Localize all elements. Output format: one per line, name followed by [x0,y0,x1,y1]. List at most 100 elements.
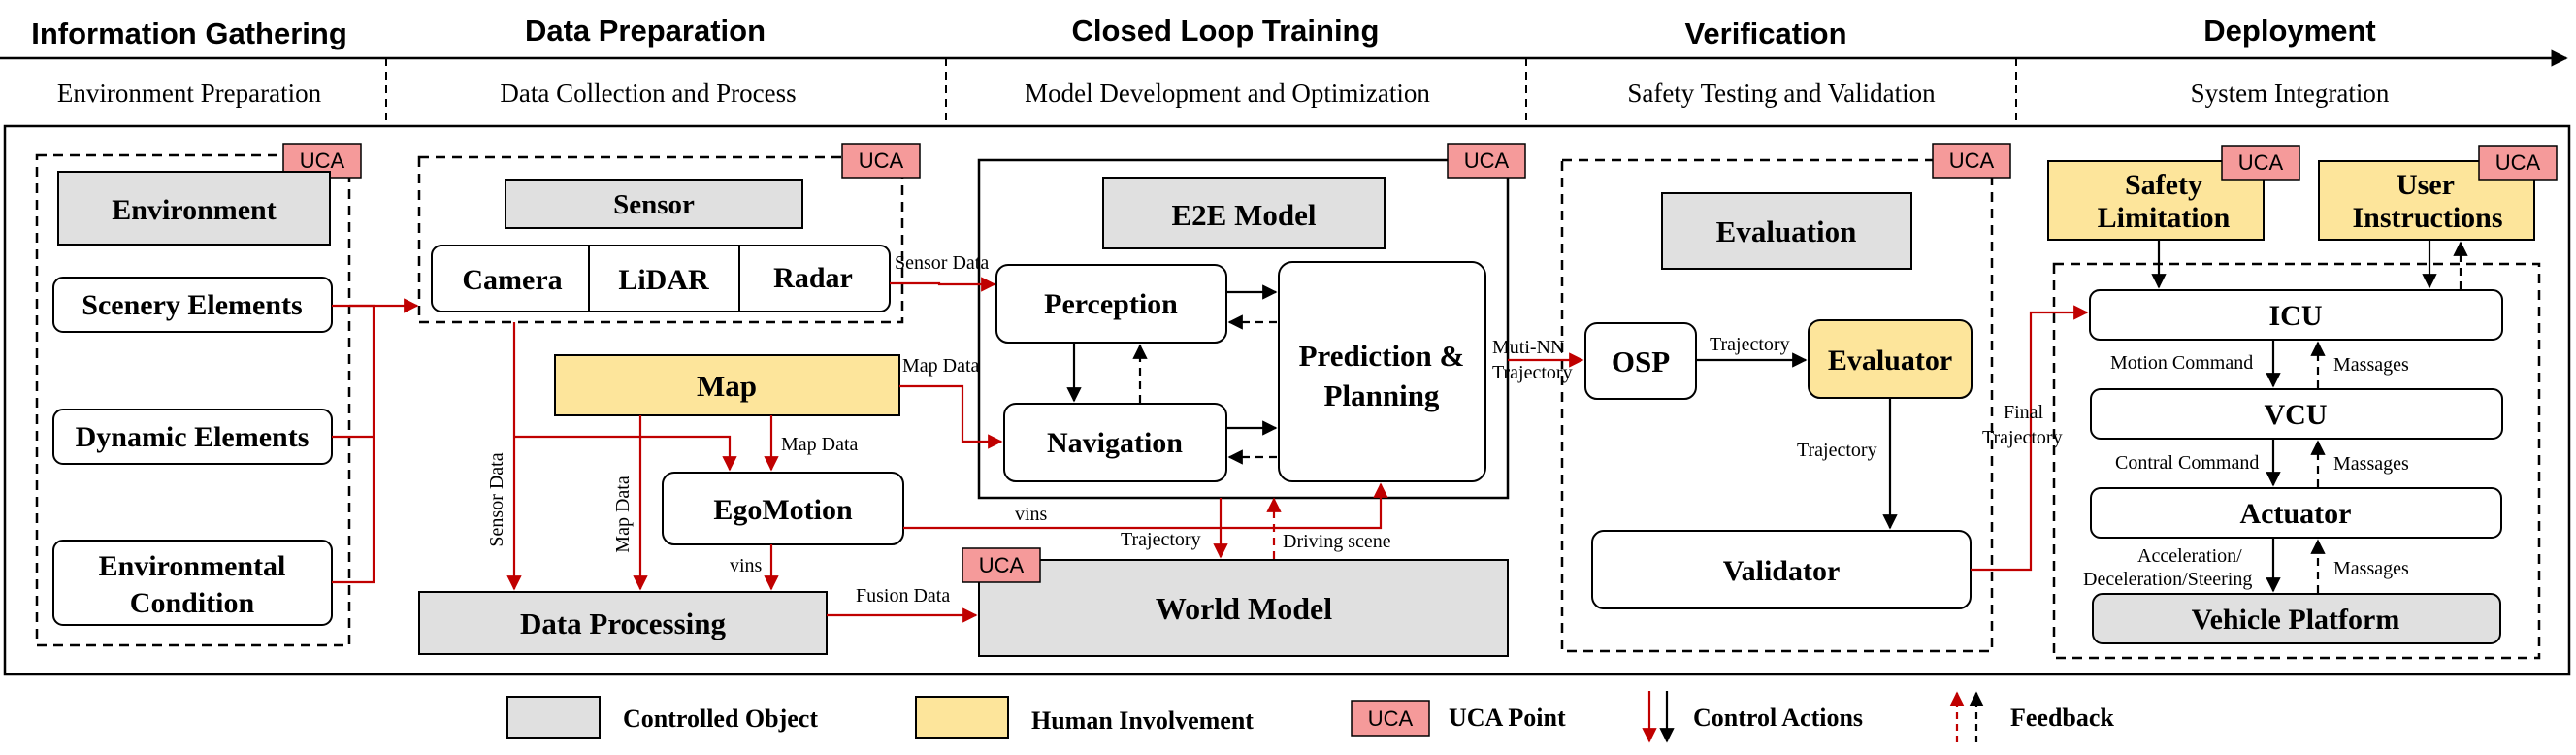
phase-subtitle-safety-testing: Safety Testing and Validation [1627,79,1936,108]
phase-subtitle-system-integration: System Integration [2191,79,2390,108]
label-vins-ego: vins [730,555,763,576]
svg-text:UCA: UCA [979,553,1025,577]
uca-tag-sensor [841,143,921,179]
icu-box [2089,289,2503,341]
label-sensor-data-vertical: Sensor Data [486,452,507,546]
deployment-dashed-box [2052,262,2541,660]
legend-human-involvement: Human Involvement [1031,706,1254,735]
e2e-model-label: E2E Model [1172,198,1317,232]
label-accel-2: Deceleration/Steering [2083,569,2252,590]
svg-text:UCA: UCA [300,148,345,173]
uca-tag-verification [1932,143,2011,179]
environmental-condition-label-1: Environmental [99,550,286,582]
prediction-planning-box [1278,261,1486,482]
egomotion-label: EgoMotion [713,494,853,526]
sensor-box [505,179,803,229]
flow-labels: Sensor Data Sensor Data Map Data Map Dat… [486,252,2409,607]
label-map-data-vertical: Map Data [612,476,634,553]
navigation-label: Navigation [1047,427,1183,459]
label-map-data: Map Data [902,355,980,377]
phase-dividers [385,58,2017,126]
legend-controlled-object: Controlled Object [623,705,818,733]
environmental-condition-label-2: Condition [130,587,255,619]
user-instructions-label-2: Instructions [2352,202,2502,234]
phase-subtitle-environment-preparation: Environment Preparation [57,79,322,108]
label-vins-pred: vins [1015,504,1048,525]
data-preparation-group: UCA Sensor Camera LiDAR Radar Map EgoMot… [417,143,921,655]
phase-title-data-preparation: Data Preparation [525,14,766,48]
sensor-label: Sensor [613,189,695,220]
e2e-model-frame [977,158,1510,500]
vcu-label: VCU [2265,399,2328,431]
phase-subtitle-data-collection: Data Collection and Process [500,79,796,108]
phase-subtitle-model-development: Model Development and Optimization [1025,79,1430,108]
map-box [554,354,900,416]
svg-text:UCA: UCA [1949,148,1995,173]
lidar-label: LiDAR [618,264,709,296]
label-muti-nn-1: Muti-NN [1492,337,1564,358]
legend: Controlled Object Human Involvement UCA … [506,691,2114,743]
radar-label: Radar [773,262,853,294]
evaluation-box [1661,192,1912,270]
legend-swatch-human [915,696,1009,739]
safety-limitation-label-2: Limitation [2098,202,2231,234]
phase-title-deployment: Deployment [2203,14,2375,48]
verification-group: UCA Evaluation OSP Evaluator Validator [1560,143,2011,653]
label-trajectory-wm: Trajectory [1121,529,1201,550]
label-muti-nn-2: Trajectory [1492,362,1573,383]
svg-text:UCA: UCA [2495,150,2541,175]
vehicle-platform-box [2092,593,2501,644]
svg-text:UCA: UCA [859,148,904,173]
environment-box [57,171,331,246]
label-motion-command: Motion Command [2110,352,2253,374]
prediction-planning-label-2: Planning [1324,378,1440,412]
user-instructions-label-1: User [2397,169,2455,201]
safety-limitation-label-1: Safety [2125,169,2202,201]
svg-text:UCA: UCA [1464,148,1510,173]
egomotion-box [662,472,904,545]
map-label: Map [697,369,757,403]
label-fusion-data: Fusion Data [856,585,950,607]
label-final-1: Final [2004,402,2044,423]
perception-box [995,264,1227,344]
actuator-label: Actuator [2240,498,2352,530]
information-gathering-group: UCA Environment Scenery Elements Dynamic… [35,143,362,647]
evaluation-label: Evaluation [1716,214,1857,248]
info-dashed-box [35,153,351,647]
legend-uca-point: UCA Point [1449,704,1566,732]
label-contral-command: Contral Command [2115,452,2259,474]
legend-control-actions: Control Actions [1693,704,1863,732]
data-processing-label: Data Processing [520,607,727,640]
world-model-box [978,559,1509,657]
label-massages-3: Massages [2333,558,2409,579]
dynamic-elements-label: Dynamic Elements [76,421,310,453]
label-accel-1: Acceleration/ [2137,545,2242,567]
sensor-dashed-box [417,155,904,324]
label-driving-scene: Driving scene [1283,531,1391,552]
legend-swatch-controlled [506,696,601,739]
uca-tag-e2e [1447,143,1526,179]
scenery-elements-label: Scenery Elements [82,289,302,321]
uca-tag-world-model [962,547,1041,583]
label-trajectory-osp: Trajectory [1710,334,1790,355]
label-final-2: Trajectory [1982,427,2063,448]
osp-label: OSP [1612,345,1670,378]
flow-arrows [332,240,2468,623]
prediction-planning-label-1: Prediction & [1299,339,1465,373]
label-massages-2: Massages [2333,453,2409,475]
uca-tag-safety [2221,145,2300,181]
camera-label: Camera [462,264,562,296]
environment-label: Environment [112,194,276,226]
diagram-frame [3,124,2571,676]
svg-text:UCA: UCA [2238,150,2284,175]
vcu-box [2090,388,2503,440]
phase-title-verification: Verification [1684,16,1846,50]
phase-title-information-gathering: Information Gathering [31,16,347,50]
verification-dashed-box [1560,158,1994,653]
navigation-box [1003,403,1227,482]
uca-tag-user [2478,145,2558,181]
actuator-box [2090,487,2502,539]
sensor-array-box [431,245,891,312]
phase-title-closed-loop-training: Closed Loop Training [1072,14,1380,48]
phase-header: Information Gathering Data Preparation C… [0,14,2568,126]
